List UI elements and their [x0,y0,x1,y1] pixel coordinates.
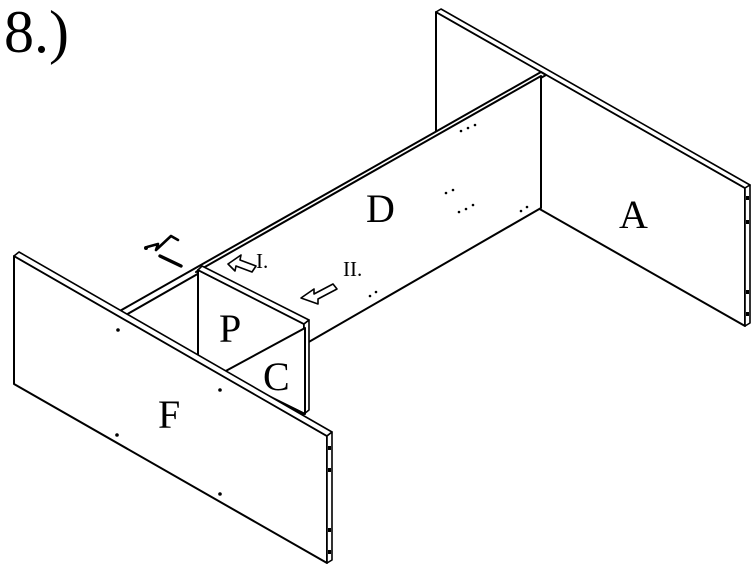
part-label-a: A [619,192,648,237]
arrow-step-ii: II. [300,257,362,305]
part-label-d: D [366,186,395,231]
arrow-step-i: I. [227,249,268,273]
arrow-label-i: I. [256,249,268,273]
allen-key-icon [144,234,183,268]
part-label-f: F [158,392,180,437]
part-label-c: C [263,354,290,399]
step-number: 8.) [4,0,69,65]
part-label-p: P [219,306,241,351]
arrow-label-ii: II. [343,257,362,281]
panel-f: F [13,251,333,564]
